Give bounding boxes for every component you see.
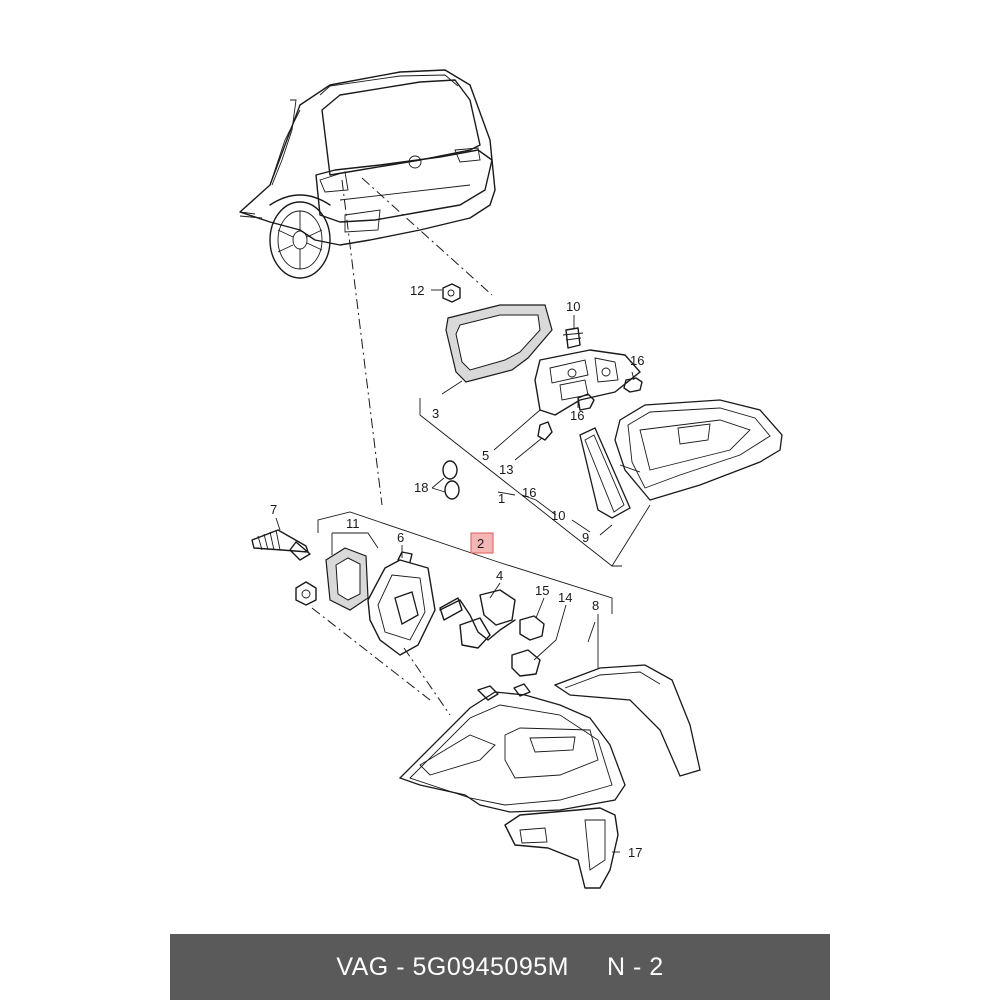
bulb-part-16-a bbox=[623, 377, 643, 393]
callout-11: 11 bbox=[346, 516, 360, 531]
callout-labels: 12 10 16 16 3 5 13 18 1 16 10 9 7 11 6 2… bbox=[270, 283, 644, 860]
parts-diagram: 12 10 16 16 3 5 13 18 1 16 10 9 7 11 6 2… bbox=[239, 69, 783, 889]
outer-lamp-part-2 bbox=[398, 691, 626, 813]
group-bracket-lower bbox=[317, 511, 613, 614]
callout-12: 12 bbox=[410, 283, 424, 298]
callout-7: 7 bbox=[270, 502, 277, 517]
bulb-part-15 bbox=[519, 615, 545, 641]
callout-18: 18 bbox=[414, 480, 428, 495]
socket-part-10 bbox=[565, 327, 581, 349]
car-rear-illustration bbox=[239, 69, 496, 279]
bracket-part-17 bbox=[504, 807, 619, 889]
leader-lower-a bbox=[311, 607, 431, 701]
leader-lower-b bbox=[403, 647, 451, 716]
callout-10-upper: 10 bbox=[566, 299, 580, 314]
highlight-part-2 bbox=[470, 532, 494, 554]
harness-part-4 bbox=[439, 599, 516, 641]
inner-lamp-group bbox=[442, 283, 783, 519]
clip-part-18-a bbox=[442, 460, 458, 480]
bulb-part-16-c bbox=[537, 421, 553, 441]
position-text: N - 2 bbox=[606, 952, 664, 981]
callout-3: 3 bbox=[432, 406, 439, 421]
callout-17: 17 bbox=[628, 845, 642, 860]
trim-part-9 bbox=[579, 427, 631, 519]
clip-part-18-b bbox=[444, 480, 460, 500]
callout-9: 9 bbox=[582, 530, 589, 545]
callout-1: 1 bbox=[498, 491, 505, 506]
part-number-banner: VAG - 5G0945095M N - 2 bbox=[170, 934, 830, 1000]
callout-6: 6 bbox=[397, 530, 404, 545]
bulb-part-14 bbox=[511, 649, 541, 677]
nut-part-lower bbox=[295, 581, 317, 606]
bulb-part-16-b bbox=[577, 393, 595, 411]
callout-10-lower: 10 bbox=[551, 508, 565, 523]
group-bracket-upper bbox=[419, 398, 651, 567]
bulb-carrier-part-6 bbox=[367, 559, 436, 656]
callout-16-lower: 16 bbox=[522, 485, 536, 500]
callout-8: 8 bbox=[592, 598, 599, 613]
callout-5: 5 bbox=[482, 448, 489, 463]
inner-lamp-part-1 bbox=[614, 399, 783, 501]
callout-14: 14 bbox=[558, 590, 572, 605]
callout-16-right: 16 bbox=[630, 353, 644, 368]
callout-2: 2 bbox=[477, 536, 484, 551]
leader-car-upper bbox=[361, 177, 493, 296]
leader-car-left bbox=[341, 179, 383, 506]
part-number-text: VAG - 5G0945095M bbox=[336, 952, 569, 981]
trim-part-8 bbox=[553, 664, 701, 777]
nut-part-12 bbox=[442, 283, 461, 303]
callout-13: 13 bbox=[499, 462, 513, 477]
callout-15: 15 bbox=[535, 583, 549, 598]
outer-lamp-group bbox=[251, 529, 701, 889]
bulb-holder-part-5 bbox=[534, 349, 641, 416]
callout-16-mid: 16 bbox=[570, 408, 584, 423]
callout-4: 4 bbox=[496, 568, 503, 583]
